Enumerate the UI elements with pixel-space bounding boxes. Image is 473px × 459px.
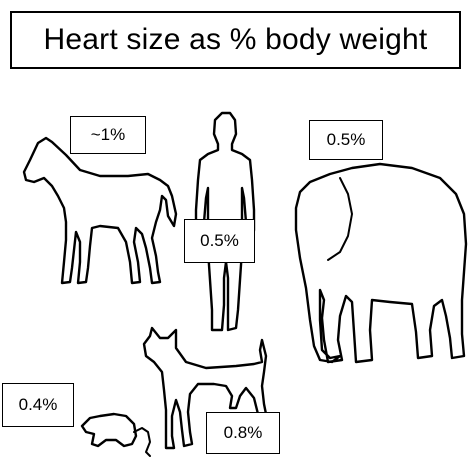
rat-heart-label: 0.4% [2, 383, 74, 427]
dog-heart-label: 0.8% [206, 412, 280, 454]
elephant-heart-label: 0.5% [309, 120, 383, 160]
human-heart-label: 0.5% [184, 219, 255, 263]
elephant-silhouette-icon [296, 164, 466, 362]
horse-silhouette-icon [24, 138, 176, 283]
horse-heart-label: ~1% [70, 116, 146, 154]
rat-silhouette-icon [82, 414, 150, 456]
diagram-title: Heart size as % body weight [10, 11, 461, 69]
